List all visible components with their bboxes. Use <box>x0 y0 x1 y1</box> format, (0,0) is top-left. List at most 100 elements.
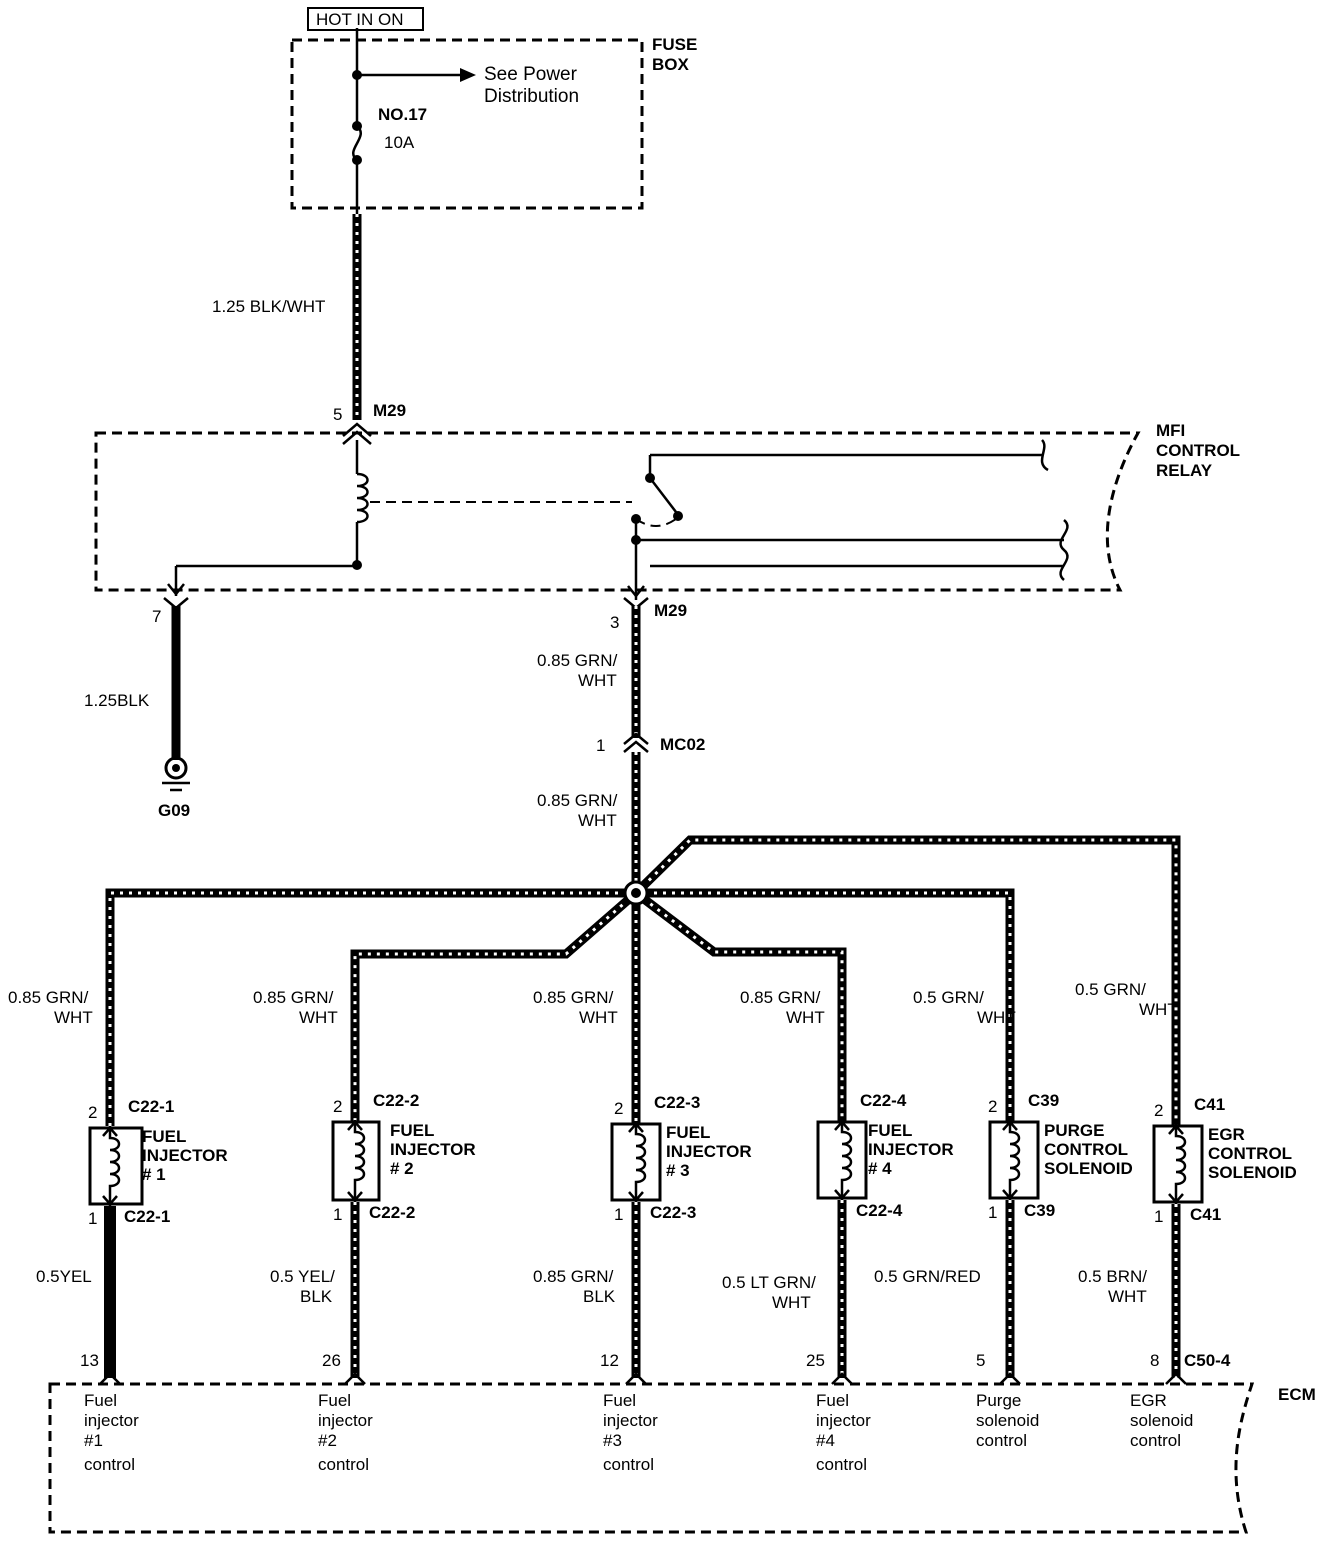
relay-conn-top: M29 <box>373 401 406 420</box>
branch-5-conn-top: C39 <box>1028 1091 1059 1110</box>
branch-3-pin-bottom: 1 <box>614 1205 623 1224</box>
branch-5-name-3: SOLENOID <box>1044 1159 1133 1178</box>
branch-wire-5 <box>636 888 1015 1122</box>
branch-6-conn-top: C41 <box>1194 1095 1225 1114</box>
branch-4-conn-top: C22-4 <box>860 1091 907 1110</box>
connector-m29-top-2 <box>342 430 372 445</box>
wire-label-relay-out-b: WHT <box>578 671 617 690</box>
branch-5-ecm-pin: 5 <box>976 1351 985 1370</box>
branch-6-name-1: EGR <box>1208 1125 1245 1144</box>
branch-6-component-box <box>1152 1124 1204 1204</box>
see-power-2: Distribution <box>484 86 579 107</box>
branch-4-name-1: FUEL <box>868 1121 912 1140</box>
branch-4-ecm-connector <box>831 1372 853 1385</box>
relay-switch-contact <box>673 511 683 521</box>
branch-4-out-label-b: WHT <box>772 1293 811 1312</box>
branch-6-coil <box>1174 1124 1187 1204</box>
relay-pin-left: 7 <box>152 607 161 626</box>
ground-label: G09 <box>158 801 190 820</box>
branch-1-name-1: FUEL <box>142 1127 186 1146</box>
branch-6-connector-top <box>1168 1124 1184 1135</box>
mc02-label: MC02 <box>660 735 705 754</box>
branch-3-connector-bottom <box>628 1191 644 1202</box>
branch-3-out-label-b: BLK <box>583 1287 616 1306</box>
branch-3-ecm-pin: 12 <box>600 1351 619 1370</box>
branch-2-pin-top: 2 <box>333 1097 342 1116</box>
wire-label-fuse-to-relay: 1.25 BLK/WHT <box>212 297 325 316</box>
branch-2-ecm-connector <box>344 1372 366 1385</box>
see-power-1: See Power <box>484 64 578 85</box>
relay-switch-blade <box>649 477 677 513</box>
branch-3-name-1: FUEL <box>666 1123 710 1142</box>
relay-out-arrow <box>627 585 645 599</box>
branch-6-ecm-connector <box>1165 1372 1187 1385</box>
connector-m29-top <box>342 422 372 437</box>
relay-title-3: RELAY <box>1156 461 1213 480</box>
branch-3-connector-top <box>628 1122 644 1133</box>
branch-1-in-label-a: 0.85 GRN/ <box>8 988 89 1007</box>
branch-2-in-label-b: WHT <box>299 1008 338 1027</box>
branch-3-coil <box>634 1122 647 1202</box>
branch-2-ecm-text-2: injector <box>318 1411 373 1430</box>
branch-4-connector-bottom <box>834 1189 850 1200</box>
branch-2-name-3: # 2 <box>390 1159 414 1178</box>
branch-wire-4 <box>633 889 847 1124</box>
branch-6-out-label-a: 0.5 BRN/ <box>1078 1267 1147 1286</box>
branch-4-coil <box>840 1120 853 1200</box>
branch-1-out-label-a: 0.5YEL <box>36 1267 92 1286</box>
branch-1-ecm-pin: 13 <box>80 1351 99 1370</box>
branch-wire-1 <box>105 888 636 1126</box>
branch-3-name-2: INJECTOR <box>666 1142 752 1161</box>
branch-6-name-3: SOLENOID <box>1208 1163 1297 1182</box>
branch-1-in-label-b: WHT <box>54 1008 93 1027</box>
branch-2-ecm-text-4: control <box>318 1455 369 1474</box>
branch-3-ecm-text-4: control <box>603 1455 654 1474</box>
branch-5-component-box <box>988 1120 1040 1200</box>
branch-4-ecm-text-2: injector <box>816 1411 871 1430</box>
branch-wire-2-stripe <box>353 891 637 1124</box>
branch-wire-6-stripe <box>634 838 1178 1126</box>
ecm-connector: C50-4 <box>1184 1351 1231 1370</box>
wire-label-relay-out-a: 0.85 GRN/ <box>537 651 618 670</box>
branch-1-ecm-text-2: injector <box>84 1411 139 1430</box>
branch-5-name-1: PURGE <box>1044 1121 1104 1140</box>
branch-2-ecm-pin: 26 <box>322 1351 341 1370</box>
branch-6-connector-bottom <box>1168 1193 1184 1204</box>
hot-label: HOT IN ON <box>316 10 404 29</box>
wire-label-ground: 1.25BLK <box>84 691 150 710</box>
branch-5-coil <box>1008 1120 1021 1200</box>
fuse-rating: 10A <box>384 133 415 152</box>
wire-label-mc02-out-a: 0.85 GRN/ <box>537 791 618 810</box>
fuse-number: NO.17 <box>378 105 427 124</box>
branch-5-out-label-a: 0.5 GRN/RED <box>874 1267 981 1286</box>
branch-2-connector-top <box>347 1120 363 1131</box>
branch-2-ecm-text-3: #2 <box>318 1431 337 1450</box>
ecm-outline <box>48 1382 1255 1534</box>
branch-6-name-2: CONTROL <box>1208 1144 1292 1163</box>
branch-1-pin-bottom: 1 <box>88 1209 97 1228</box>
branch-1-conn-bottom: C22-1 <box>124 1207 170 1226</box>
branch-2-conn-top: C22-2 <box>373 1091 419 1110</box>
fuse-box-title-2: BOX <box>652 55 690 74</box>
branch-1-connector-bottom <box>102 1195 118 1206</box>
branch-6-in-label-b: WHT <box>1139 1000 1178 1019</box>
branch-6-ecm-pin: 8 <box>1150 1351 1159 1370</box>
branch-2-coil <box>353 1120 366 1202</box>
branch-6-pin-top: 2 <box>1154 1101 1163 1120</box>
branch-5-pin-bottom: 1 <box>988 1203 997 1222</box>
branch-4-name-2: INJECTOR <box>868 1140 954 1159</box>
branch-2-name-1: FUEL <box>390 1121 434 1140</box>
branch-5-in-label-a: 0.5 GRN/ <box>913 988 984 1007</box>
branch-4-ecm-text-4: control <box>816 1455 867 1474</box>
fuse-element <box>352 125 362 161</box>
connector-mc02-a <box>623 732 649 745</box>
branch-3-ecm-connector <box>625 1372 647 1385</box>
branch-6-in-label-a: 0.5 GRN/ <box>1075 980 1146 999</box>
branch-1-ecm-text-3: #1 <box>84 1431 103 1450</box>
branch-6-pin-bottom: 1 <box>1154 1207 1163 1226</box>
relay-pin-right: 3 <box>610 613 619 632</box>
branch-2-name-2: INJECTOR <box>390 1140 476 1159</box>
branch-4-name-3: # 4 <box>868 1159 892 1178</box>
connector-mc02-b <box>623 740 649 753</box>
